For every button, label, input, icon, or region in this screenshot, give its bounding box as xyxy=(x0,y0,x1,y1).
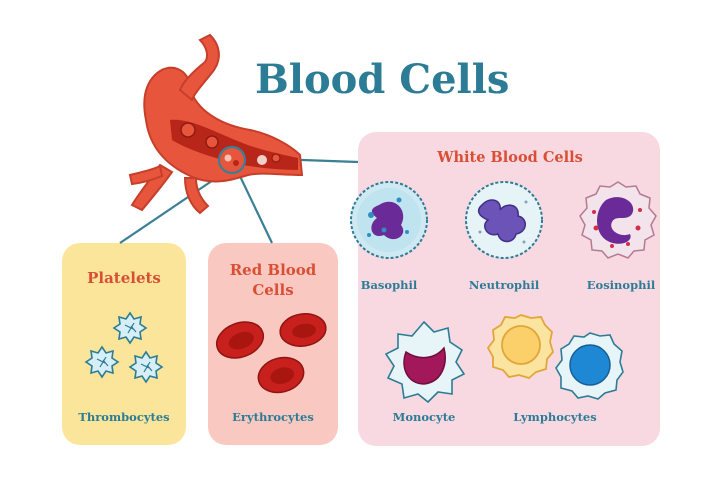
erythrocyte-icons xyxy=(215,313,327,394)
erythrocyte-icon xyxy=(215,321,265,359)
thrombocyte-icon xyxy=(112,311,148,345)
eosinophil-icon xyxy=(579,181,657,259)
erythrocyte-icon xyxy=(279,313,327,347)
thrombocyte-icon xyxy=(128,350,164,384)
red-blood-cells-heading: Red Blood Cells xyxy=(229,261,317,299)
erythrocytes-label: Erythrocytes xyxy=(232,410,314,424)
blood-vessel-icon xyxy=(128,33,304,215)
monocyte-icon xyxy=(384,320,466,404)
platelets-heading: Platelets xyxy=(87,269,161,287)
thrombocytes-label: Thrombocytes xyxy=(78,410,170,424)
neutrophil-label: Neutrophil xyxy=(468,278,540,292)
thrombocyte-icon xyxy=(84,345,120,379)
monocyte-label: Monocyte xyxy=(392,410,456,424)
neutrophil-icon xyxy=(465,181,543,259)
platelets-panel xyxy=(62,243,186,445)
eosinophil-label: Eosinophil xyxy=(586,278,656,292)
erythrocyte-icon xyxy=(257,356,305,394)
page-title: Blood Cells xyxy=(255,56,510,103)
basophil-icon xyxy=(350,181,428,259)
lymphocyte-icon xyxy=(555,332,624,400)
thrombocyte-icons xyxy=(84,311,164,384)
lymphocyte-icon xyxy=(486,314,555,380)
basophil-label: Basophil xyxy=(360,278,418,292)
lymphocytes-label: Lymphocytes xyxy=(513,410,597,424)
connector-rbc xyxy=(237,171,273,244)
white-blood-cells-heading: White Blood Cells xyxy=(437,149,583,166)
